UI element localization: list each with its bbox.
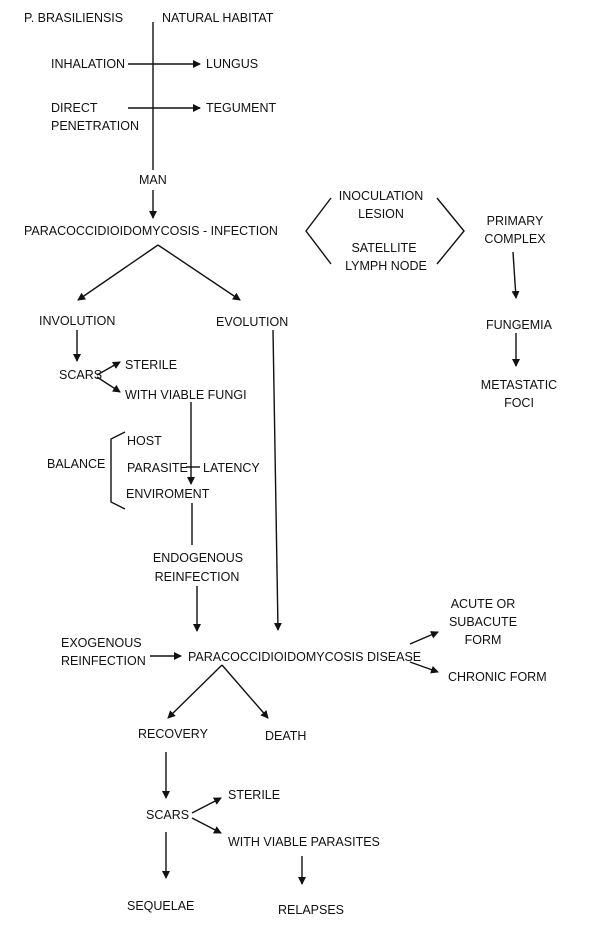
node-sterile-1: STERILE xyxy=(125,358,178,372)
node-complex: COMPLEX xyxy=(484,232,546,246)
node-lesion: LESION xyxy=(358,207,404,221)
node-lungus: LUNGUS xyxy=(206,57,259,71)
node-death: DEATH xyxy=(265,729,307,743)
node-p-brasiliensis: P. BRASILIENSIS xyxy=(24,11,124,25)
node-fungemia: FUNGEMIA xyxy=(486,318,552,332)
node-metastatic: METASTATIC xyxy=(480,378,558,392)
arrow-scars-sterile2 xyxy=(191,797,222,814)
node-inhalation: INHALATION xyxy=(51,57,126,71)
node-evolution: EVOLUTION xyxy=(216,315,289,329)
node-viable-parasites: WITH VIABLE PARASITES xyxy=(228,835,380,849)
arrow-disease-chronic xyxy=(409,661,439,674)
node-endogenous: ENDOGENOUS xyxy=(152,551,244,565)
arrow-infection-involution xyxy=(77,244,159,301)
node-enviroment: ENVIROMENT xyxy=(126,487,210,501)
node-lymph-node: LYMPH NODE xyxy=(345,259,427,273)
node-parasite: PARASITE xyxy=(127,461,188,475)
node-primary: PRIMARY xyxy=(486,214,544,228)
arrow-scars-sterile1 xyxy=(96,361,121,376)
node-balance: BALANCE xyxy=(47,457,106,471)
node-exogenous: EXOGENOUS xyxy=(61,636,142,650)
arrow-infection-evolution xyxy=(157,244,241,301)
node-satellite: SATELLITE xyxy=(351,241,417,255)
node-disease: PARACOCCIDIOIDOMYCOSIS DISEASE xyxy=(188,650,422,664)
arrow-primary-fungemia xyxy=(511,251,520,299)
node-direct: DIRECT xyxy=(51,101,98,115)
node-tegument: TEGUMENT xyxy=(206,101,277,115)
node-subacute: SUBACUTE xyxy=(448,615,518,629)
node-chronic-form: CHRONIC FORM xyxy=(448,670,547,684)
arrow-evolution-disease xyxy=(272,329,282,631)
arrow-disease-death xyxy=(221,664,269,719)
node-form: FORM xyxy=(464,633,502,647)
node-sequelae: SEQUELAE xyxy=(127,899,195,913)
bracket-right xyxy=(436,197,465,265)
node-acute-or: ACUTE OR xyxy=(450,597,516,611)
node-scars-2: SCARS xyxy=(146,808,190,822)
node-sterile-2: STERILE xyxy=(228,788,281,802)
arrow-scars-viableparasites xyxy=(191,817,222,834)
node-reinfection-2: REINFECTION xyxy=(61,654,146,668)
node-relapses: RELAPSES xyxy=(278,903,345,917)
node-infection: PARACOCCIDIOIDOMYCOSIS - INFECTION xyxy=(24,224,278,238)
arrow-scars-viablefungi xyxy=(96,376,121,393)
node-inoculation: INOCULATION xyxy=(338,189,424,203)
node-recovery: RECOVERY xyxy=(138,727,208,741)
node-natural-habitat: NATURAL HABITAT xyxy=(162,11,274,25)
node-host: HOST xyxy=(127,434,162,448)
bracket-left xyxy=(305,197,332,265)
node-viable-fungi: WITH VIABLE FUNGI xyxy=(125,388,247,402)
arrow-disease-recovery xyxy=(167,664,223,719)
balance-bracket xyxy=(110,431,126,510)
node-foci: FOCI xyxy=(504,396,534,410)
node-scars-1: SCARS xyxy=(59,368,103,382)
node-penetration: PENETRATION xyxy=(51,119,139,133)
node-latency: LATENCY xyxy=(203,461,260,475)
arrow-disease-acute xyxy=(409,631,439,645)
node-reinfection-1: REINFECTION xyxy=(154,570,240,584)
node-involution: INVOLUTION xyxy=(39,314,116,328)
node-man: MAN xyxy=(139,173,167,187)
